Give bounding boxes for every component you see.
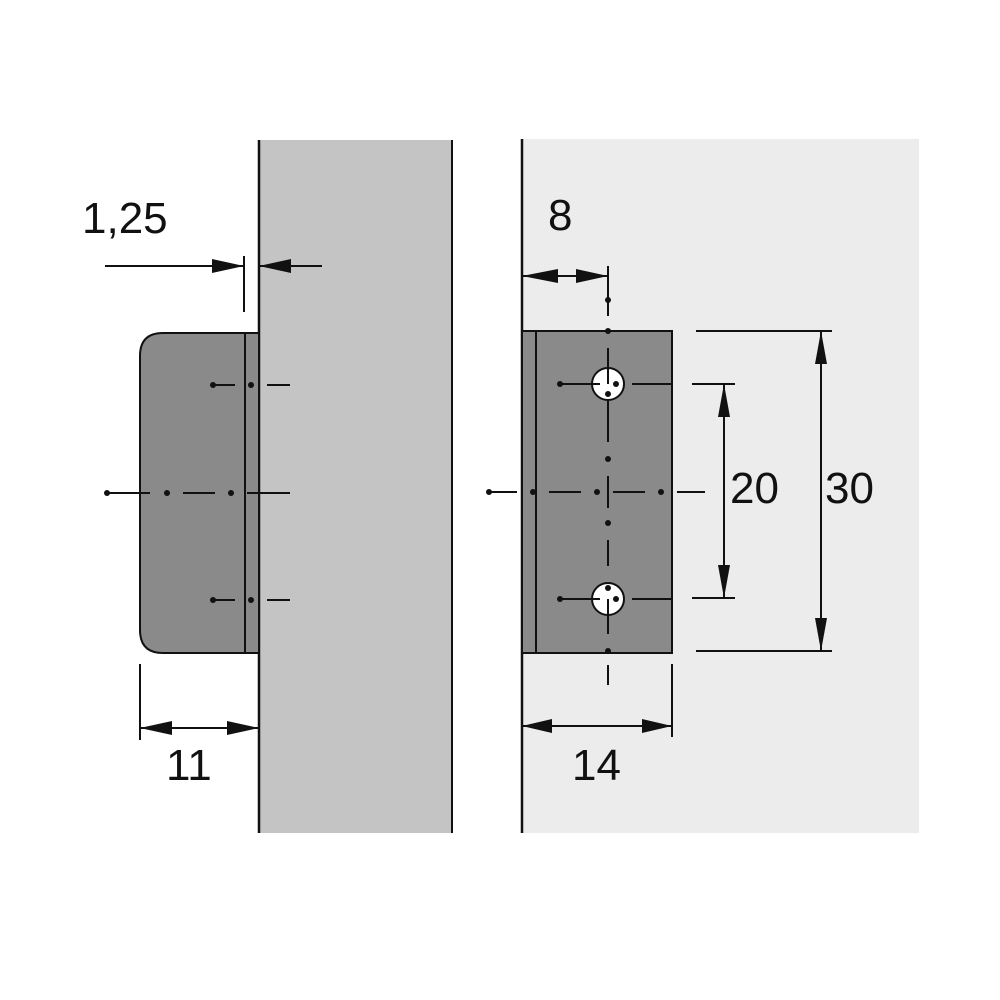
dimension-offset xyxy=(105,256,322,312)
side-view: 1,25 11 xyxy=(82,140,453,833)
center-dots-front xyxy=(486,297,664,654)
centerlines-side xyxy=(107,384,290,601)
dimension-height-label: 30 xyxy=(825,464,874,513)
screw-hole-bottom-icon xyxy=(591,582,625,616)
front-view: 8 14 20 30 xyxy=(486,139,919,833)
dimension-edge-to-center xyxy=(522,269,608,283)
dimension-depth xyxy=(139,664,259,740)
dimension-hole-spacing xyxy=(692,383,735,599)
dimension-offset-label: 1,25 xyxy=(82,194,168,243)
dimension-width-label: 14 xyxy=(572,741,621,790)
dimension-height xyxy=(696,330,832,652)
dimension-width xyxy=(522,664,673,737)
dimension-hole-spacing-label: 20 xyxy=(730,464,779,513)
dimension-depth-label: 11 xyxy=(166,741,212,790)
center-dots-side xyxy=(104,382,254,603)
dimension-edge-to-center-label: 8 xyxy=(548,191,572,240)
cabinet-panel-side xyxy=(259,140,452,833)
screw-hole-top-icon xyxy=(591,367,625,401)
